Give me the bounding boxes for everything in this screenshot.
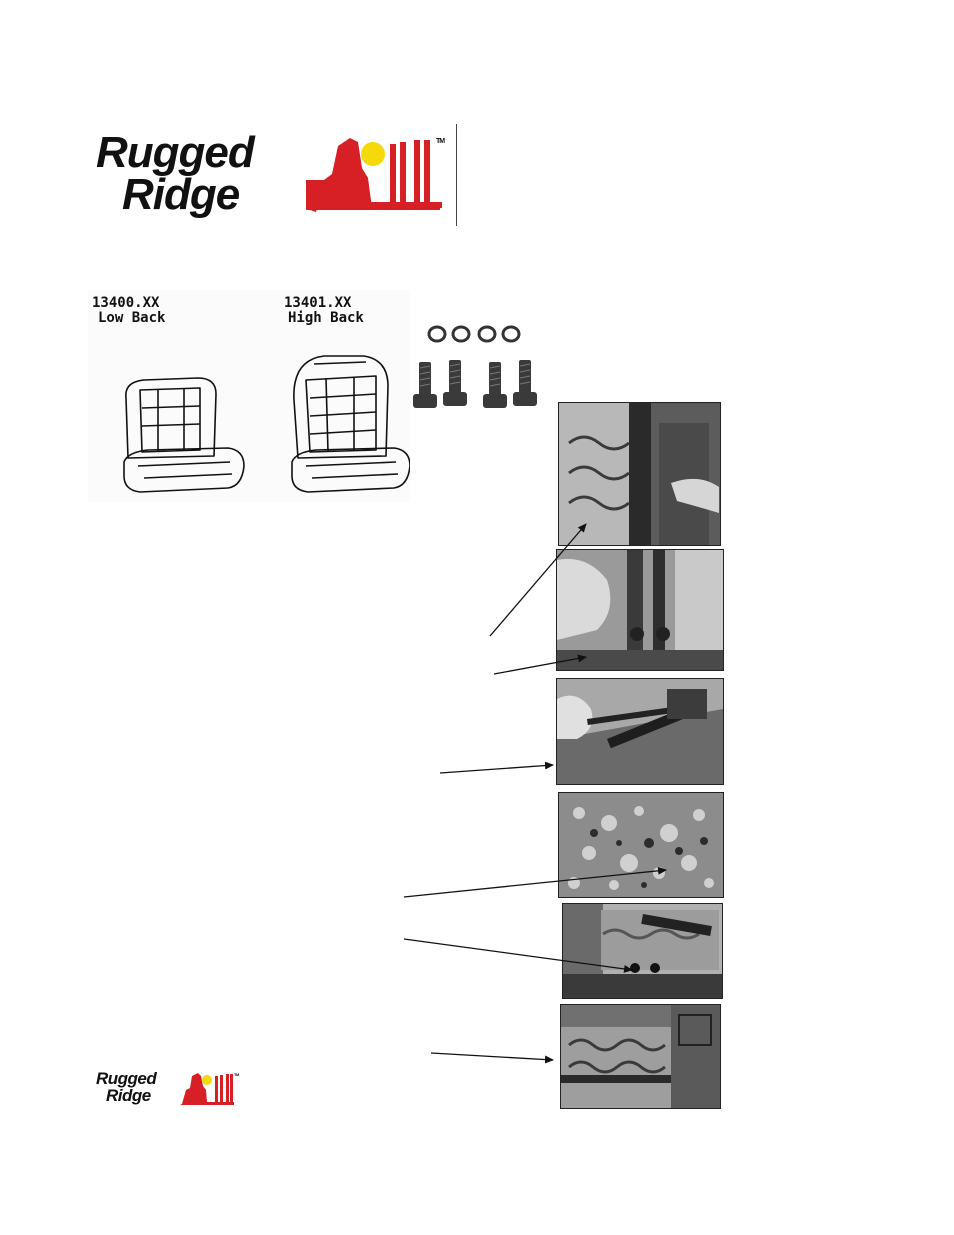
photo-seat-pan-grain <box>558 792 724 898</box>
logo-divider <box>456 124 457 226</box>
seat-low-back-label: Low Back <box>98 310 166 326</box>
photo-seat-frame-springs <box>558 402 721 546</box>
footer-logo-graphic-icon <box>180 1073 234 1105</box>
washers-and-bolts-icon <box>413 325 537 408</box>
logo-trademark: TM <box>436 138 445 145</box>
rugged-ridge-logo: Rugged Ridge TM <box>88 122 458 228</box>
footer-logo-trademark: TM <box>234 1072 239 1077</box>
seat-drawings-icon <box>123 355 410 493</box>
logo-line-ridge: Ridge <box>122 170 240 219</box>
photo-seat-rail-springs <box>560 1004 721 1109</box>
photo-seat-rail-hand <box>556 549 724 671</box>
seat-high-back-part-number: 13401.XX <box>284 295 352 311</box>
arrow-6 <box>430 1052 554 1064</box>
logo-line-rugged: Rugged <box>96 128 255 177</box>
seat-low-back-part-number: 13400.XX <box>92 295 160 311</box>
seat-figure: 13400.XX Low Back 13401.XX High Back <box>88 290 410 502</box>
footer-logo-line-rugged: Rugged <box>96 1069 157 1088</box>
logo-graphic-icon <box>306 138 442 212</box>
photo-seat-track-wrench <box>556 678 724 785</box>
seat-high-back-label: High Back <box>288 310 364 326</box>
arrow-3 <box>439 761 554 774</box>
photo-seat-bolt-hole <box>562 903 723 999</box>
hardware-kit <box>405 318 545 418</box>
footer-logo-line-ridge: Ridge <box>106 1086 151 1105</box>
footer-rugged-ridge-logo: Rugged Ridge TM <box>94 1068 240 1110</box>
